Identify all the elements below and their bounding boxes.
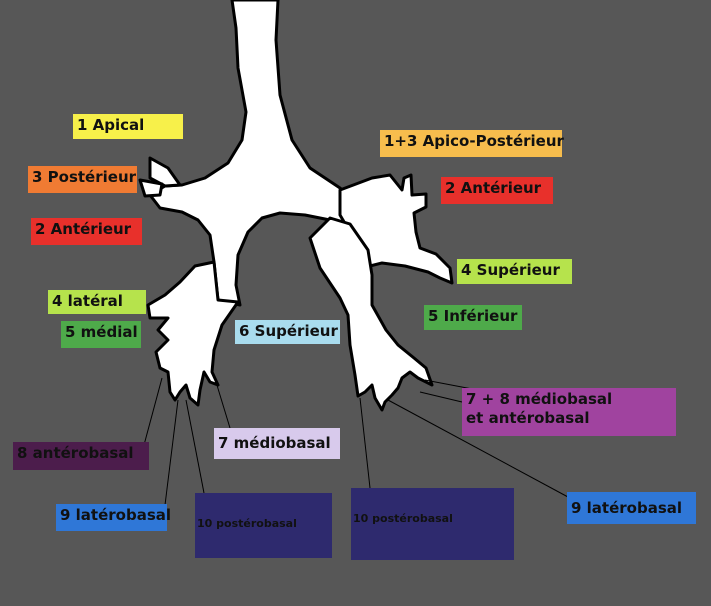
label-2-anterieur-left: 2 Antérieur (31, 218, 142, 245)
leader-line-8-anterobasal (143, 377, 163, 446)
left-side-upper-fingers (148, 156, 182, 188)
label-3-posterieur: 3 Postérieur (28, 166, 137, 193)
leader-line-7-mediobasal (215, 381, 231, 429)
leader-line-10-posterobasal-right (359, 397, 371, 489)
left-side-upper-fingers-2 (138, 178, 164, 198)
label-4-superieur: 4 Supérieur (457, 259, 572, 284)
label-8-anterobasal: 8 antérobasal (13, 442, 149, 470)
leader-line-7-8-b (419, 391, 463, 403)
label-7-mediobasal: 7 médiobasal (214, 428, 340, 459)
left-side-lower-branch (146, 260, 240, 407)
label-10-posterobasal-left: 10 postérobasal (195, 493, 332, 558)
label-1-apical: 1 Apical (73, 114, 183, 139)
right-side-lower-branch (308, 216, 434, 412)
leader-line-10-posterobasal-left (185, 399, 205, 494)
label-9-laterobasal-right: 9 latérobasal (567, 492, 696, 524)
label-7-8-mediobasal-anterobasal: 7 + 8 médiobasal et antérobasal (462, 388, 676, 436)
label-5-medial: 5 médial (61, 321, 141, 348)
label-6-superieur: 6 Supérieur (235, 320, 340, 344)
leader-line-9-laterobasal-left (164, 399, 179, 506)
label-10-posterobasal-right: 10 postérobasal (351, 488, 514, 560)
label-9-laterobasal-left: 9 latérobasal (56, 504, 171, 531)
label-5-inferieur: 5 Inférieur (424, 305, 522, 330)
label-7-8-line2: et antérobasal (466, 409, 590, 427)
label-7-8-line1: 7 + 8 médiobasal (466, 390, 613, 408)
label-2-anterieur-right: 2 Antérieur (441, 177, 553, 204)
bronchial-tree (138, 0, 454, 412)
label-1-3-apico-posterieur: 1+3 Apico-Postérieur (380, 130, 564, 157)
leader-line-9-laterobasal-right (387, 399, 569, 498)
label-4-lateral: 4 latéral (48, 290, 146, 314)
trachea-and-main-bronchi (148, 0, 362, 307)
